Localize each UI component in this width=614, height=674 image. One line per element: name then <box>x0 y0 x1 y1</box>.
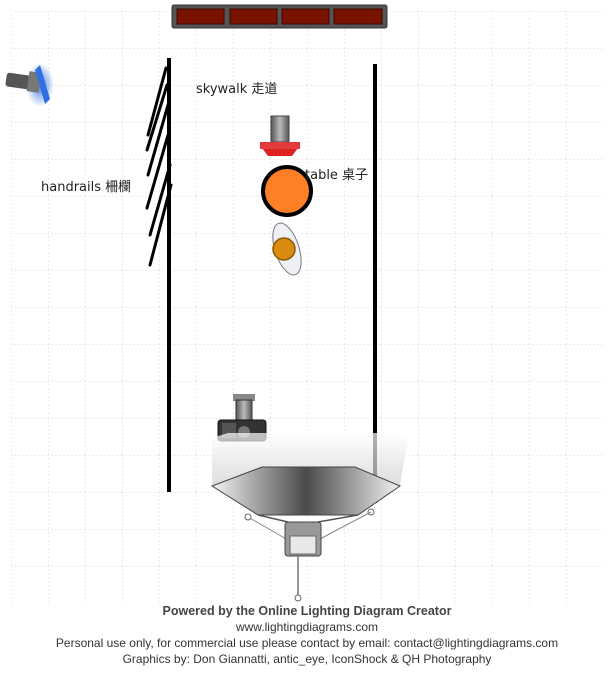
handrails <box>145 66 173 267</box>
table[interactable] <box>261 165 313 217</box>
footer-site-link[interactable]: www.lightingdiagrams.com <box>235 620 379 634</box>
octa-softbox-icon[interactable] <box>210 433 408 602</box>
subject-icon[interactable] <box>267 220 307 279</box>
red-gel-light-icon[interactable] <box>260 115 300 156</box>
backdrop-panel[interactable] <box>171 4 388 29</box>
footer-credits: Graphics by: Don Giannatti, antic_eye, I… <box>122 652 492 666</box>
skywalk-label: skywalk 走道 <box>196 82 278 97</box>
footer-powered-by: Powered by the Online Lighting Diagram C… <box>162 604 452 618</box>
handrails-label: handrails 柵欄 <box>41 180 132 195</box>
footer: Powered by the Online Lighting Diagram C… <box>0 603 614 667</box>
table-label: table 桌子 <box>305 168 369 183</box>
footer-license: Personal use only, for commercial use pl… <box>55 636 559 650</box>
blue-gel-light-icon[interactable] <box>5 63 54 107</box>
